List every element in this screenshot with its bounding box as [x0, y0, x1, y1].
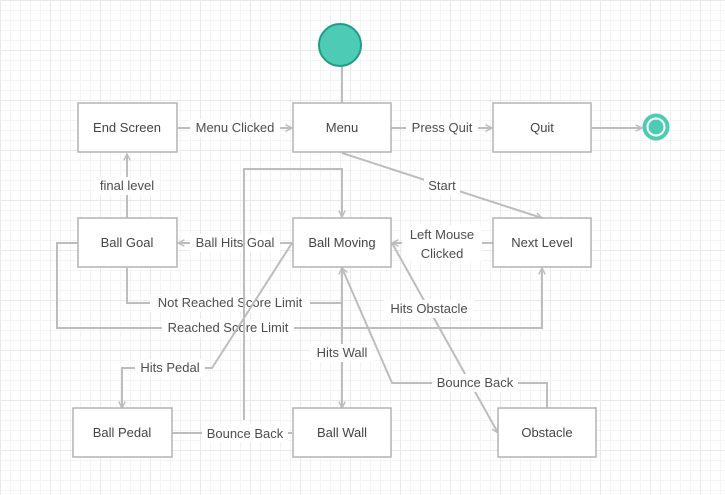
- edge-label-reached: Reached Score Limit: [168, 320, 289, 335]
- edge-reached-score-limit[interactable]: Reached Score Limit: [56, 242, 542, 337]
- edge-label-left-mouse: Left Mouse: [410, 227, 474, 242]
- edge-label-hits-obstacle: Hits Obstacle: [390, 301, 467, 316]
- state-label: Quit: [530, 120, 554, 135]
- edge-bounce-back-obstacle[interactable]: Bounce Back: [342, 268, 548, 408]
- state-menu[interactable]: Menu: [292, 102, 392, 153]
- edge-label-start: Start: [428, 178, 456, 193]
- edge-label-bounce-back-obstacle: Bounce Back: [437, 375, 514, 390]
- edge-press-quit[interactable]: Press Quit: [391, 119, 492, 137]
- edge-label-hits-pedal: Hits Pedal: [140, 360, 199, 375]
- state-label: Menu: [326, 120, 359, 135]
- edge-label-final-level: final level: [100, 178, 154, 193]
- state-label: Ball Pedal: [93, 425, 152, 440]
- edge-label-menu-clicked: Menu Clicked: [196, 120, 275, 135]
- edge-not-reached-score-limit[interactable]: Not Reached Score Limit: [126, 268, 342, 312]
- state-label: Ball Moving: [308, 235, 375, 250]
- initial-state[interactable]: [318, 23, 362, 67]
- state-label: Ball Goal: [101, 235, 154, 250]
- edge-hits-pedal[interactable]: Hits Pedal: [122, 242, 293, 408]
- state-ball-pedal[interactable]: Ball Pedal: [72, 407, 173, 458]
- edge-ball-hits-goal[interactable]: Ball Hits Goal: [178, 234, 292, 252]
- edge-label-not-reached: Not Reached Score Limit: [158, 295, 303, 310]
- final-state[interactable]: [642, 113, 670, 141]
- state-ball-goal[interactable]: Ball Goal: [77, 217, 178, 268]
- edge-left-mouse-clicked[interactable]: Left Mouse Clicked: [392, 225, 493, 261]
- edge-label-ball-hits-goal: Ball Hits Goal: [196, 235, 275, 250]
- edge-label-press-quit: Press Quit: [412, 120, 473, 135]
- edge-hits-wall[interactable]: Hits Wall: [310, 268, 374, 408]
- state-ball-wall[interactable]: Ball Wall: [292, 407, 392, 458]
- state-next-level[interactable]: Next Level: [492, 217, 592, 268]
- edge-bounce-back-pedal[interactable]: Bounce Back: [172, 168, 342, 442]
- state-label: Next Level: [511, 235, 573, 250]
- state-ball-moving[interactable]: Ball Moving: [292, 217, 392, 268]
- state-quit[interactable]: Quit: [492, 102, 592, 153]
- edge-label-bounce-back-pedal: Bounce Back: [207, 426, 284, 441]
- state-label: Ball Wall: [317, 425, 367, 440]
- state-label: Obstacle: [521, 425, 572, 440]
- state-obstacle[interactable]: Obstacle: [497, 407, 597, 458]
- edge-menu-clicked[interactable]: Menu Clicked: [178, 119, 292, 137]
- edge-start[interactable]: Start: [341, 152, 542, 218]
- edge-final-level[interactable]: final level: [94, 154, 160, 218]
- state-label: End Screen: [93, 120, 161, 135]
- state-end-screen[interactable]: End Screen: [77, 102, 178, 153]
- edge-label-clicked: Clicked: [421, 246, 464, 261]
- edge-label-hits-wall: Hits Wall: [317, 345, 368, 360]
- edge-hits-obstacle[interactable]: Hits Obstacle: [384, 242, 499, 433]
